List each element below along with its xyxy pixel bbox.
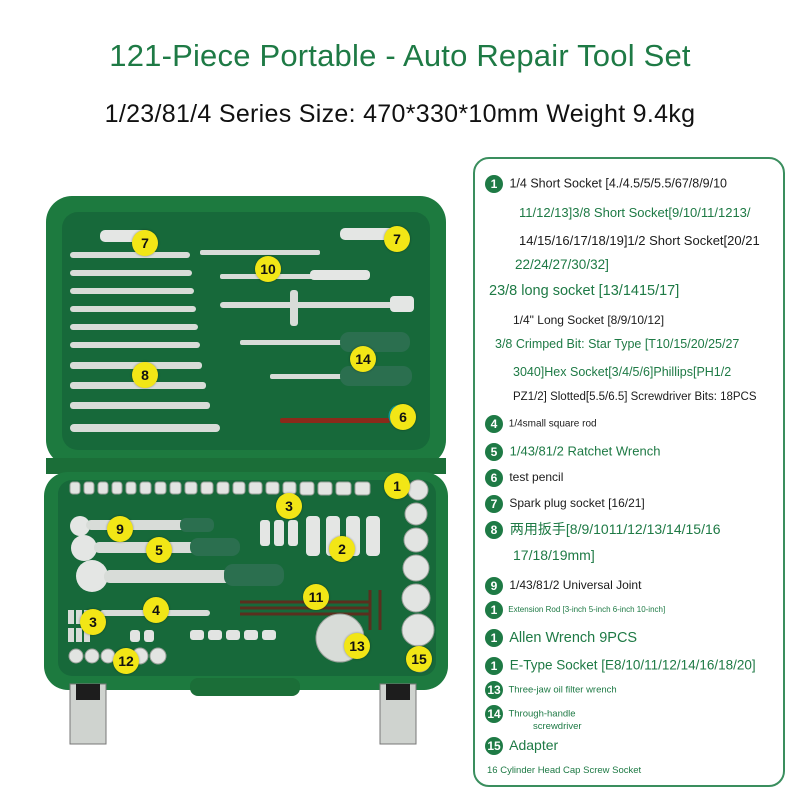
case-badge: 3: [276, 493, 302, 519]
item-number-badge: 5: [485, 443, 503, 461]
item-text: 14/15/16/17/18/19]1/2 Short Socket[20/21: [519, 233, 760, 248]
lid-tray: [62, 212, 430, 450]
case-badge: 9: [107, 516, 133, 542]
item-text: Spark plug socket [16/21]: [509, 496, 645, 511]
item-text: Through-handle: [508, 708, 576, 720]
list-item: 7 Spark plug socket [16/21]: [485, 495, 645, 513]
screwdriver-handle: [340, 332, 410, 352]
list-item: 8 两用扳手[8/9/1011/12/13/14/15/16: [485, 519, 721, 540]
item-text: 16 Cylinder Head Cap Screw Socket: [487, 765, 642, 776]
item-number-badge: 15: [485, 737, 503, 756]
item-text: 11/12/13]3/8 Short Socket[9/10/11/1213/: [519, 205, 751, 220]
case-badge: 7: [384, 226, 410, 252]
list-item: 1 E-Type Socket [E8/10/11/12/14/16/18/20…: [485, 657, 756, 675]
case-badge: 7: [132, 230, 158, 256]
item-text: 1/4 Short Socket [4./4.5/5/5.5/67/8/9/10: [509, 176, 727, 191]
item-text: Extension Rod [3-inch 5-inch 6-inch 10-i…: [508, 605, 666, 615]
case-badge: 2: [329, 536, 355, 562]
item-text: 1/43/81/2 Universal Joint: [509, 578, 642, 593]
case-badge: 6: [390, 404, 416, 430]
item-text: 17/18/19mm]: [513, 547, 595, 563]
item-text: 22/24/27/30/32]: [515, 257, 609, 272]
item-number-badge: 1: [485, 175, 503, 193]
item-number-badge: 13: [485, 681, 503, 699]
item-number-badge: 7: [485, 495, 503, 513]
tool-case-illustration: [44, 196, 448, 745]
case-badge: 8: [132, 362, 158, 388]
case-handle: [190, 678, 300, 696]
extension-rod: [200, 250, 320, 255]
case-badge: 10: [255, 256, 281, 282]
case-badge: 14: [350, 346, 376, 372]
components-list-panel: 1 1/4 Short Socket [4./4.5/5/5.5/67/8/9/…: [473, 157, 785, 787]
item-number-badge: 1: [485, 601, 503, 619]
item-text: Three-jaw oil filter wrench: [508, 684, 617, 696]
item-text: Allen Wrench 9PCS: [509, 629, 638, 646]
item-text: 两用扳手[8/9/1011/12/13/14/15/16: [509, 521, 721, 537]
case-badge: 12: [113, 648, 139, 674]
list-item: 9 1/43/81/2 Universal Joint: [485, 577, 641, 595]
item-number-badge: 1: [485, 629, 503, 647]
ratchet-wrenches: [70, 516, 284, 592]
item-number-badge: 4: [485, 415, 503, 433]
case-badge: 1: [384, 473, 410, 499]
case-badge: 13: [344, 633, 370, 659]
item-number-badge: 8: [485, 521, 503, 540]
test-pencil: [280, 418, 390, 423]
list-item: 15 Adapter: [485, 737, 559, 756]
list-item: 1 Allen Wrench 9PCS: [485, 629, 637, 647]
list-item: 5 1/43/81/2 Ratchet Wrench: [485, 443, 660, 461]
socket-row: [69, 481, 371, 496]
item-number-badge: 14: [485, 705, 503, 723]
item-text: PZ1/2] Slotted[5.5/6.5] Screwdriver Bits…: [513, 391, 757, 403]
list-item: 4 1/4small square rod: [485, 415, 597, 433]
screwdriver-shaft: [240, 340, 350, 345]
item-text: Adapter: [509, 737, 559, 753]
list-item: 1 1/4 Short Socket [4./4.5/5/5.5/67/8/9/…: [485, 175, 727, 193]
tool-case-photo: 7 7 10 8 14 6 1 3 9 2 5 4 11 3 13 12 15: [40, 190, 470, 760]
case-badge: 5: [146, 537, 172, 563]
list-item: 6 test pencil: [485, 469, 563, 487]
list-item: 14 Through-handle: [485, 705, 576, 723]
list-item: 1 Extension Rod [3-inch 5-inch 6-inch 10…: [485, 601, 665, 619]
item-text: 1/43/81/2 Ratchet Wrench: [509, 443, 661, 459]
item-text: test pencil: [509, 470, 564, 485]
case-badge: 11: [303, 584, 329, 610]
item-number-badge: 1: [485, 657, 503, 675]
item-text: 23/8 long socket [13/1415/17]: [489, 283, 680, 299]
case-badge: 4: [143, 597, 169, 623]
page-subtitle: 1/23/81/4 Series Size: 470*330*10mm Weig…: [104, 100, 696, 128]
item-number-badge: 6: [485, 469, 503, 487]
case-badge: 3: [80, 609, 106, 635]
item-number-badge: 9: [485, 577, 503, 595]
page-title: 121-Piece Portable - Auto Repair Tool Se…: [109, 38, 691, 73]
t-bar: [220, 302, 400, 308]
item-text: E-Type Socket [E8/10/11/12/14/16/18/20]: [509, 657, 756, 673]
item-text: 3040]Hex Socket[3/4/5/6]Phillips[PH1/2: [513, 365, 732, 379]
item-text: 1/4" Long Socket [8/9/10/12]: [513, 313, 665, 327]
item-text: 1/4small square rod: [508, 418, 597, 430]
item-text: screwdriver: [533, 721, 582, 732]
item-text: 3/8 Crimped Bit: Star Type [T10/15/20/25…: [495, 337, 740, 351]
case-badge: 15: [406, 646, 432, 672]
list-item: 13 Three-jaw oil filter wrench: [485, 681, 617, 699]
